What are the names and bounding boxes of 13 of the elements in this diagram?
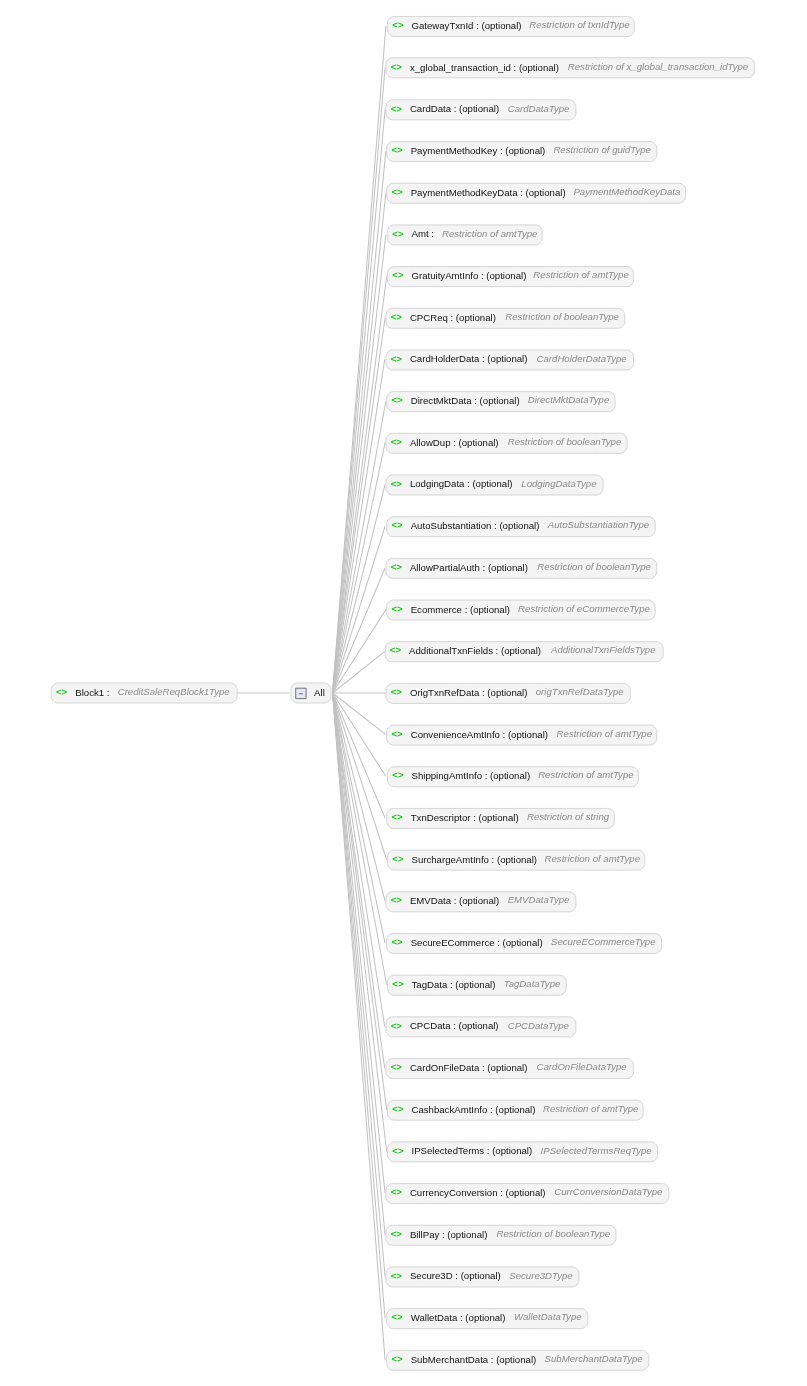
connector xyxy=(332,442,386,694)
connector xyxy=(332,692,387,736)
connector xyxy=(332,609,387,694)
connector xyxy=(332,484,386,694)
connector xyxy=(332,692,386,944)
connector xyxy=(332,525,386,694)
connector xyxy=(332,650,386,694)
connector xyxy=(332,692,388,861)
connector xyxy=(332,692,388,986)
connector xyxy=(332,567,386,694)
connector xyxy=(332,692,386,902)
connector xyxy=(332,692,386,819)
connector xyxy=(332,692,387,777)
